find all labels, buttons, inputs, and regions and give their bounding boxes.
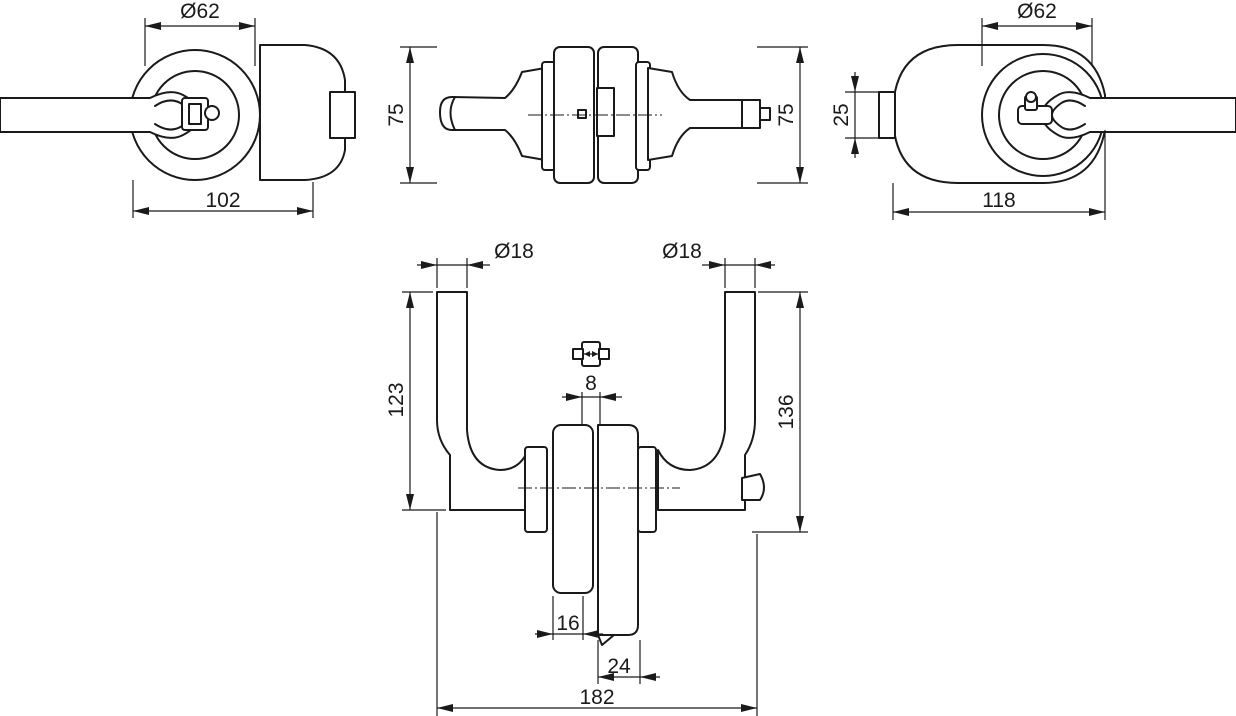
dim-front-left-diameter: Ø62 (180, 0, 220, 23)
side-bolt (329, 91, 356, 139)
top-rose-right (637, 446, 657, 533)
back-right-dims: Ø62 118 25 (830, 0, 1106, 220)
side-right-knob (647, 67, 743, 161)
dim-back-right-width: 118 (982, 189, 1015, 212)
dim-overall-width: 182 (579, 686, 614, 709)
top-body-right (597, 424, 639, 636)
side-thumb-turn (741, 99, 761, 129)
dim-right-lever-height: 136 (775, 394, 798, 429)
thumb-turn-inner (188, 103, 202, 125)
top-rose-left (524, 446, 548, 533)
top-body-left (552, 424, 594, 594)
spindle-left-tab (572, 348, 584, 360)
dim-rose-thickness: 16 (556, 612, 579, 635)
dim-back-right-diameter: Ø62 (1017, 0, 1057, 23)
dim-top-right-diameter: Ø18 (662, 240, 702, 263)
dim-top-left-diameter: Ø18 (494, 240, 534, 263)
back-view-right (878, 44, 1236, 184)
side-latch-block (596, 87, 615, 137)
dim-front-left-width: 102 (205, 189, 240, 212)
backplate (259, 44, 346, 181)
back-side-bolt (878, 91, 896, 139)
side-thumb-turn-tip (759, 107, 771, 121)
side-spindle-mark (577, 109, 587, 119)
thumb-turn-knob (204, 105, 220, 121)
dim-cylinder-length: 24 (607, 655, 631, 678)
dim-left-lever-height: 123 (385, 382, 408, 417)
spindle-right-tab (598, 348, 610, 360)
side-view-dims: 75 75 (385, 46, 808, 184)
dim-side-height-left: 75 (385, 103, 408, 126)
top-thumb-turn (741, 473, 765, 501)
top-left-lever (436, 291, 529, 511)
top-right-lever (657, 291, 756, 511)
dim-back-right-height: 25 (830, 103, 853, 126)
spindle-detail (572, 341, 610, 367)
front-view-left (0, 44, 356, 181)
top-latch-tongue (597, 634, 615, 646)
side-left-knob-tip (449, 96, 456, 131)
back-lever-handle (1041, 91, 1236, 139)
front-left-dims: Ø62 102 (132, 0, 314, 218)
back-key-head (1025, 91, 1037, 103)
side-left-knob (439, 67, 546, 161)
top-view (436, 291, 765, 646)
dim-side-height-right: 75 (775, 103, 798, 126)
side-view (439, 46, 771, 184)
top-view-dims: Ø18 Ø18 123 136 8 16 (385, 240, 808, 716)
lever-handle (0, 91, 201, 139)
dim-spindle-size: 8 (585, 372, 597, 395)
